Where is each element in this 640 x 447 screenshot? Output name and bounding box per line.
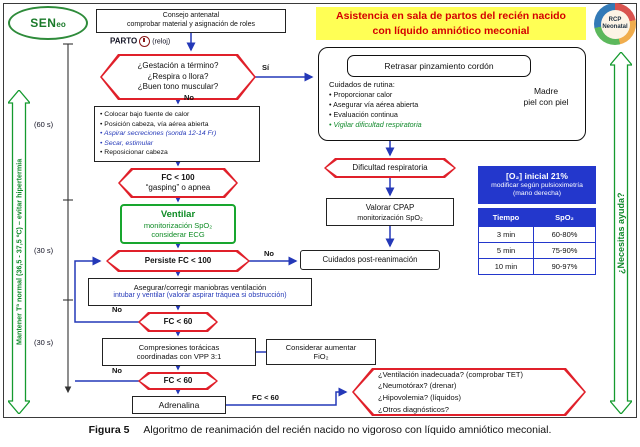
initial-care-box: Colocar bajo fuente de calor Posición ca… [94, 106, 260, 162]
title-line2: con líquido amniótico meconial [372, 24, 530, 37]
chest-compressions-box: Compresiones torácicas coordinadas con V… [102, 338, 256, 366]
decision-fc60-a: FC < 60 [138, 312, 218, 332]
care-item: Secar, estimular [100, 139, 153, 149]
routine-item: Vigilar dificultad respiratoria [329, 120, 422, 130]
decision-final-checks: ¿Ventilación inadecuada? (comprobar TET)… [352, 368, 586, 416]
table-header-tiempo: Tiempo [478, 208, 534, 227]
table-header-spo2: SpO₂ [533, 208, 596, 227]
cpap-box: Valorar CPAP monitorización SpO₂ [326, 198, 454, 226]
decision-initial-assessment: ¿Gestación a término? ¿Respira o llora? … [100, 54, 256, 100]
fc60-path-label: FC < 60 [252, 393, 279, 402]
seneo-logo-text: SEN [30, 16, 57, 30]
decision-respiratory-difficulty: Dificultad respiratoria [324, 158, 456, 178]
routine-care-container: Retrasar pinzamiento cordón Cuidados de … [318, 47, 586, 141]
increase-fio2-box: Considerar aumentar FiO₂ [266, 339, 376, 365]
antenatal-line2: comprobar material y asignación de roles [126, 21, 255, 28]
figure-number: Figura 5 [88, 424, 130, 436]
ensure-ventilation-box: Asegurar/corregir maniobras ventilación … [88, 278, 312, 306]
oxygen-target-box: [O₂] inicial 21% modificar según pulsiox… [478, 166, 596, 204]
right-arrow-label: ¿Necesitas ayuda? [616, 192, 626, 274]
figure-caption-text: Algoritmo de reanimación del recién naci… [143, 424, 552, 436]
mother-skin-to-skin: Madre piel con piel [523, 86, 569, 108]
care-item: Posición cabeza, vía aérea abierta [100, 120, 208, 130]
time-30s-label-2: (30 s) [34, 338, 54, 347]
routine-care-list: Cuidados de rutina: Proporcionar calor A… [329, 80, 422, 130]
spo2-target-table: Tiempo SpO₂ 3 min 60-80% 5 min 75-90% 10… [478, 208, 596, 275]
table-row: 10 min 90-97% [478, 258, 596, 275]
title-banner: Asistencia en sala de partos del recién … [316, 7, 586, 40]
parto-label: PARTO(reloj) [110, 36, 171, 47]
no-label-1: No [184, 93, 194, 102]
time-30s-label-1: (30 s) [34, 246, 54, 255]
rcp-neonatal-logo: RCP Neonatal [594, 3, 636, 45]
antenatal-line1: Consejo antenatal [162, 12, 220, 20]
decision-fc60-b: FC < 60 [138, 372, 218, 390]
care-item: Aspirar secreciones (sonda 12-14 Fr) [100, 129, 216, 139]
table-row: 3 min 60-80% [478, 226, 596, 243]
yes-label: Sí [262, 63, 270, 72]
antenatal-counsel-box: Consejo antenatal comprobar material y a… [96, 9, 286, 33]
adrenaline-box: Adrenalina [132, 396, 226, 414]
timeline-line [63, 43, 73, 394]
post-resuscitation-care-box: Cuidados post-reanimación [300, 250, 440, 270]
clock-icon [139, 36, 151, 47]
delay-cord-clamping-box: Retrasar pinzamiento cordón [347, 55, 531, 77]
left-arrow-label: Mantener Tª normal (36,5 - 37,5 ºC) – ev… [14, 158, 24, 346]
no-label-3: No [112, 305, 122, 314]
title-line1: Asistencia en sala de partos del recién … [336, 10, 566, 23]
routine-item: Asegurar vía aérea abierta [329, 100, 422, 110]
left-temperature-arrow: Mantener Tª normal (36,5 - 37,5 ºC) – ev… [6, 88, 32, 416]
table-row: 5 min 75-90% [478, 242, 596, 259]
care-item: Reposicionar cabeza [100, 148, 167, 158]
right-help-arrow: ¿Necesitas ayuda? [608, 50, 634, 416]
decision-persist-fc100: Persiste FC < 100 [106, 250, 250, 272]
care-item: Colocar bajo fuente de calor [100, 110, 189, 120]
routine-item: Proporcionar calor [329, 90, 422, 100]
time-60s-label: (60 s) [34, 120, 54, 129]
figure-caption: Figura 5 Algoritmo de reanimación del rec… [0, 424, 640, 436]
routine-item: Evaluación continua [329, 110, 422, 120]
no-label-4: No [112, 366, 122, 375]
ventilate-box: Ventilar monitorización SpO₂ considerar … [120, 204, 236, 244]
decision-fc100-gasping: FC < 100 “gasping” o apnea [118, 168, 238, 198]
no-label-2: No [264, 249, 274, 258]
